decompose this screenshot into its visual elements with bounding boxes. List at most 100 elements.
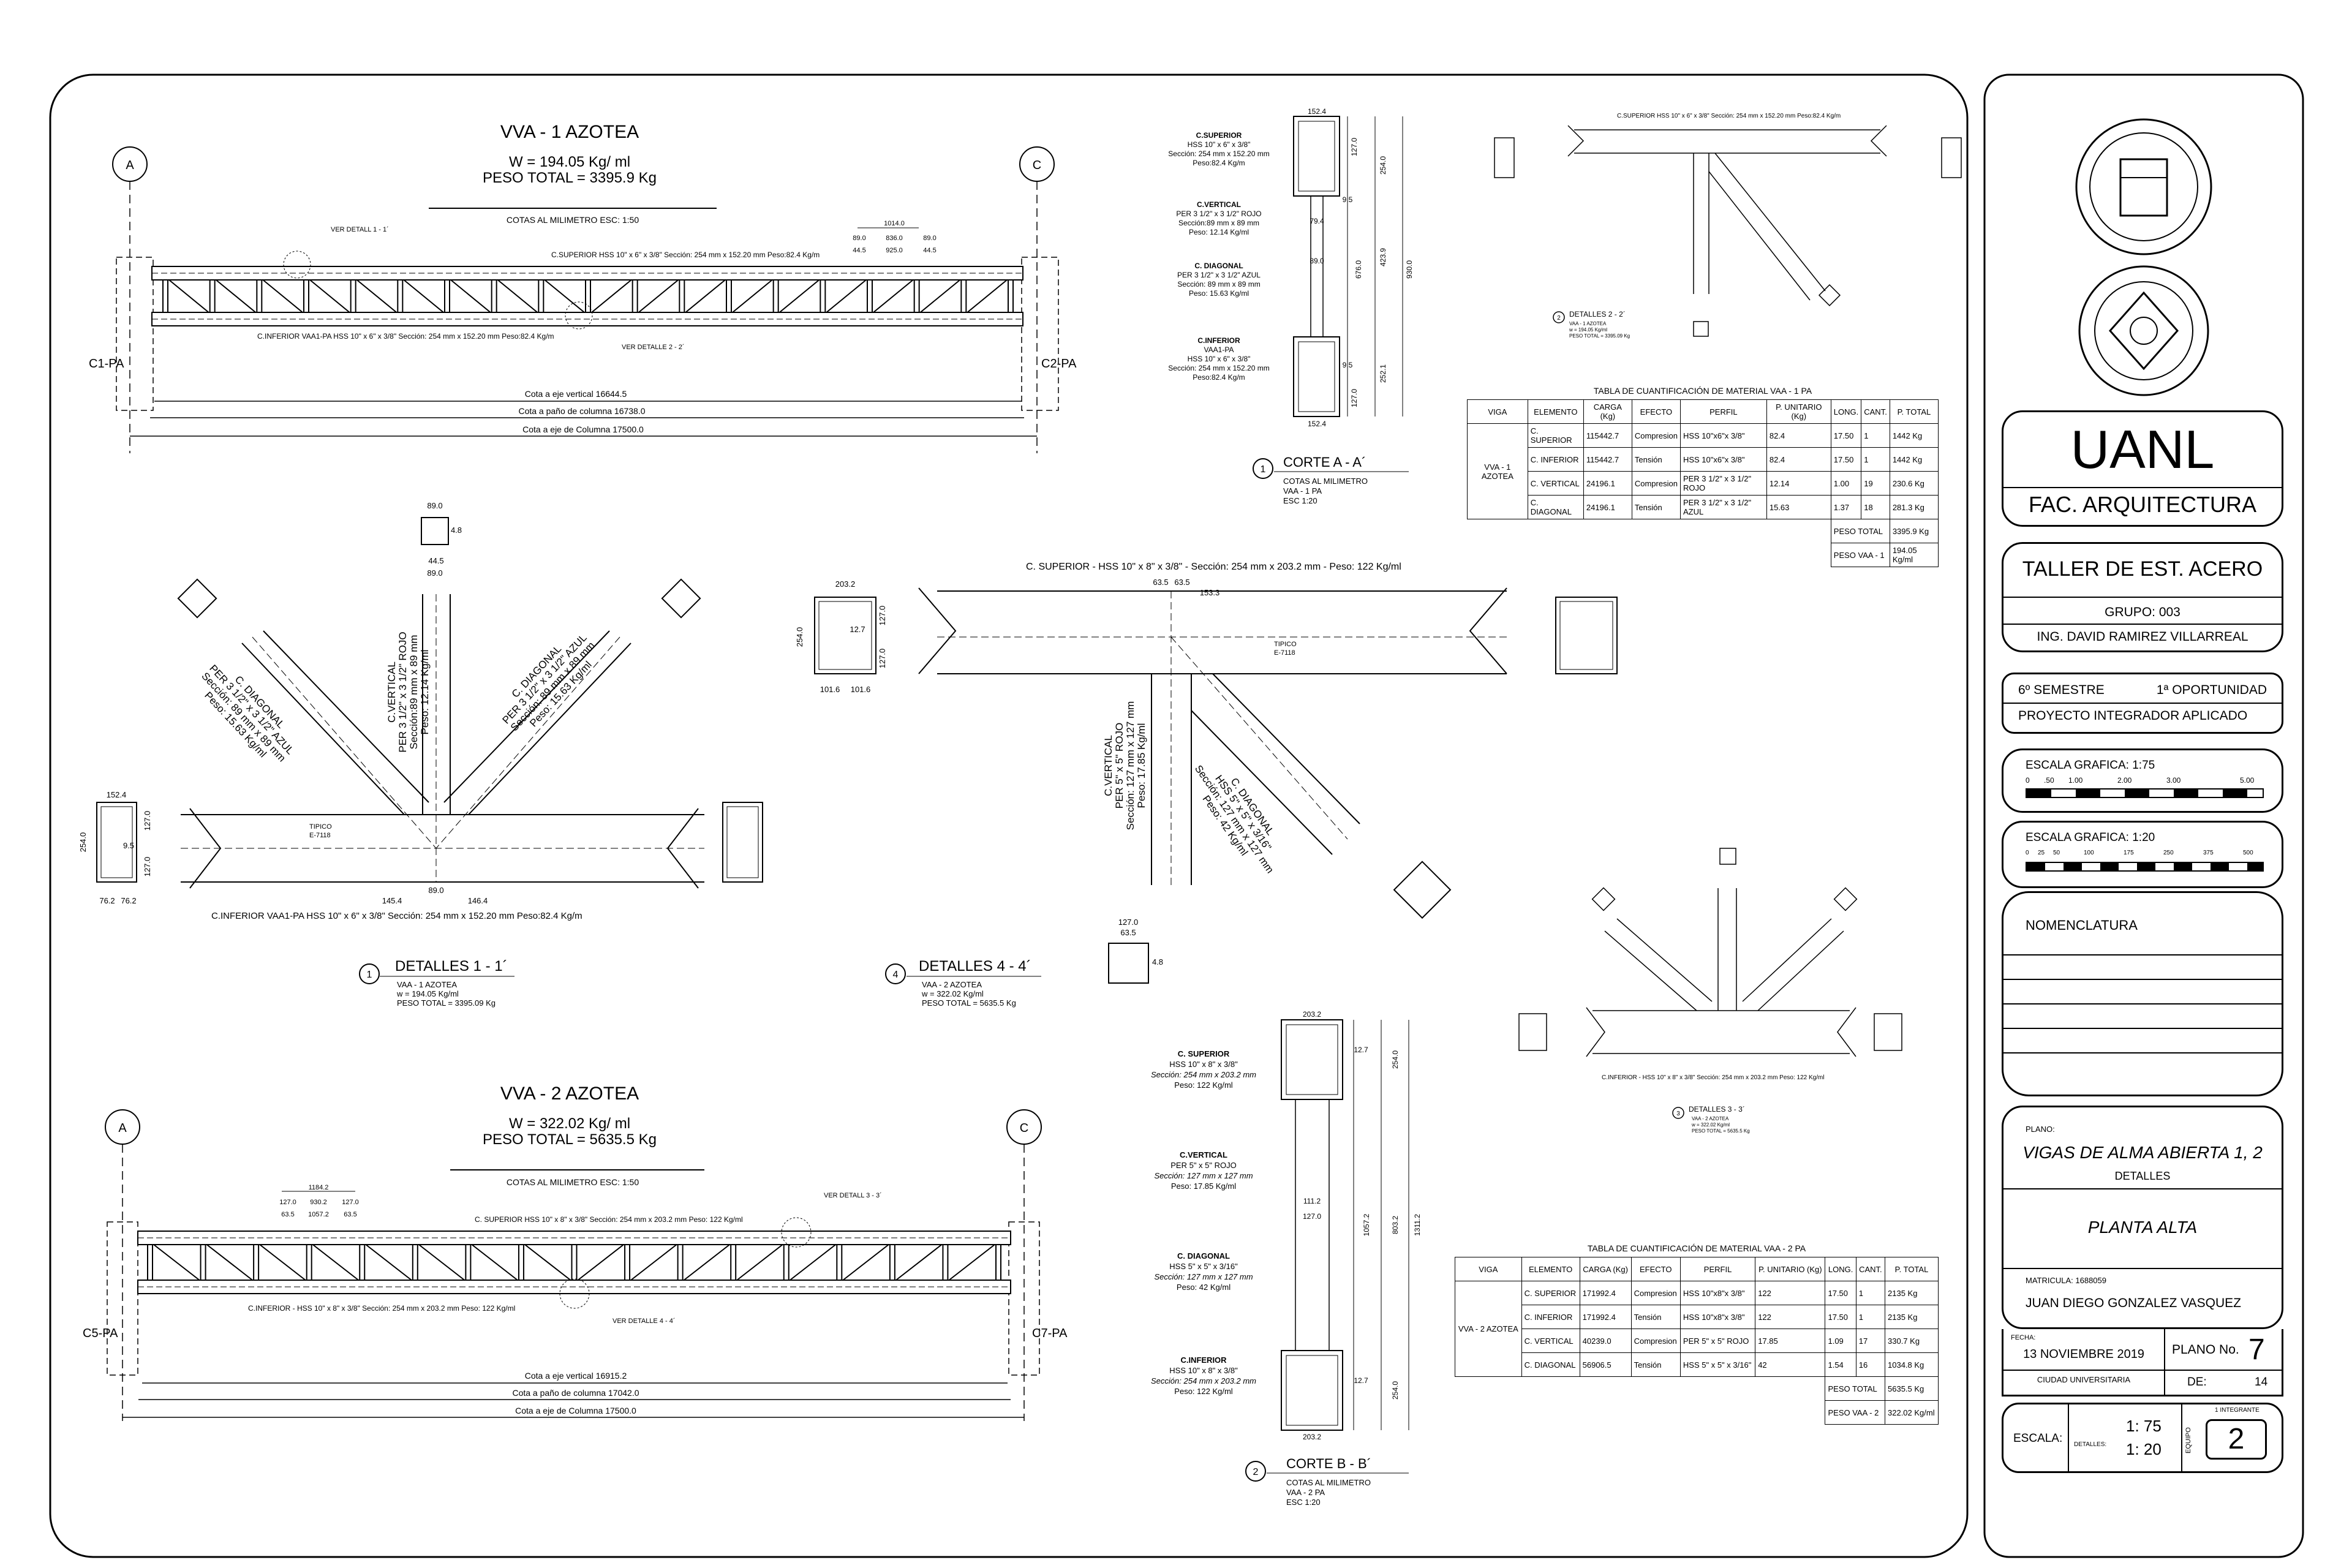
detail1-dim-12: 4.8 xyxy=(451,526,462,535)
web-diagonal xyxy=(168,279,209,313)
web-diagonal xyxy=(497,279,538,313)
detail4-dim-1: 63.5 xyxy=(1174,578,1189,587)
escala-label: ESCALA: xyxy=(2013,1432,2063,1445)
table-cell: HSS 10"x6"x 3/8" xyxy=(1679,423,1767,448)
detail4-dim-6: 127.0 xyxy=(878,606,887,626)
beam2-weight: W = 322.02 Kg/ ml xyxy=(509,1115,630,1132)
detail4-dim-11: 63.5 xyxy=(1120,928,1136,937)
plano-label: PLANO: xyxy=(2026,1125,2055,1134)
beam1-axis-c: C xyxy=(1033,159,1041,172)
detail4-top-label: C. SUPERIOR - HSS 10" x 8" x 3/8" - Secc… xyxy=(1026,562,1401,572)
corte-a-l3-d: Peso:82.4 Kg/m xyxy=(1193,373,1245,382)
detail4-vert-1: PER 5" x 5" ROJO xyxy=(1114,723,1125,809)
table-cell: 1 xyxy=(1861,447,1890,472)
web-diagonal xyxy=(356,279,397,313)
table-header-cell: PERFIL xyxy=(1679,1257,1756,1281)
corte-b-dim-8: 12.7 xyxy=(1354,1376,1368,1385)
corte-a-l0-a: HSS 10" x 6" x 3/8" xyxy=(1188,140,1251,149)
corte-b-title: CORTE B - B´ xyxy=(1286,1456,1371,1471)
detail1-sub1: VAA - 1 AZOTEA xyxy=(397,980,457,989)
detail4-sub1: VAA - 2 AZOTEA xyxy=(922,980,982,989)
beam2-axis-c: C xyxy=(1020,1121,1028,1135)
detail4-num: 4 xyxy=(893,970,899,980)
corte-b-l2-c: Peso: 42 Kg/ml xyxy=(1177,1283,1231,1292)
table-cell: 17 xyxy=(1855,1329,1886,1353)
escala-1: 1: 75 xyxy=(2126,1417,2162,1435)
beam1-sup-label: C.SUPERIOR HSS 10" x 6" x 3/8" Sección: … xyxy=(551,251,820,259)
beam1-col-right: C2-PA xyxy=(1041,357,1077,371)
detail2-sub1: VAA - 1 AZOTEA xyxy=(1569,321,1607,326)
table-header-cell: VIGA xyxy=(1455,1257,1522,1281)
logo-fac-arquitectura xyxy=(2075,118,2212,255)
detail2-num: 2 xyxy=(1557,315,1561,322)
web-diagonal xyxy=(638,279,679,313)
summary-label: PESO TOTAL xyxy=(1825,1376,1885,1401)
detail4-dim-5: 12.7 xyxy=(850,625,865,634)
web-diagonal xyxy=(920,279,960,313)
table-cell: C. VERTICAL xyxy=(1521,1329,1580,1353)
detail1-dim-11: 89.0 xyxy=(427,568,442,578)
table-cell: 82.4 xyxy=(1766,423,1831,448)
detail1-vert-2: Sección:89 mm x 89 mm xyxy=(408,635,420,749)
detail4-vert-3: Peso: 17.85 Kg/ml xyxy=(1136,723,1147,809)
web-diagonal xyxy=(842,1244,889,1281)
detail2-title: DETALLES 2 - 2´ xyxy=(1569,310,1626,318)
detail4-sub3: PESO TOTAL = 5635.5 Kg xyxy=(922,998,1016,1008)
table-cell: 230.6 Kg xyxy=(1889,471,1939,496)
corte-a-dim-11: 127.0 xyxy=(1350,389,1359,407)
detail1-dim-8: 76.2 xyxy=(99,896,115,905)
corte-b-dim-10: 203.2 xyxy=(1303,1433,1321,1441)
detail3-bottom-label: C.INFERIOR - HSS 10" x 8" x 3/8" Sección… xyxy=(1602,1074,1825,1081)
corte-b-l2-t: C. DIAGONAL xyxy=(1177,1251,1230,1261)
detail3-sub3: PESO TOTAL = 5635.5 Kg xyxy=(1692,1128,1750,1134)
corte-b-l3-b: Sección: 254 mm x 203.2 mm xyxy=(1151,1376,1256,1385)
detail4-dim-8: 101.6 xyxy=(820,685,840,694)
detail4-dim-7: 127.0 xyxy=(878,649,887,669)
detail1-num: 1 xyxy=(367,970,372,980)
corte-a-title: CORTE A - A´ xyxy=(1283,454,1366,470)
table-cell: 1.09 xyxy=(1825,1329,1856,1353)
corte-a-sub3: ESC 1:20 xyxy=(1283,496,1317,505)
corte-a-dim-0: 152.4 xyxy=(1308,107,1326,116)
summary-value: 5635.5 Kg xyxy=(1885,1376,1939,1401)
corte-b-dim-5: 1057.2 xyxy=(1362,1213,1371,1236)
table-cell: 17.50 xyxy=(1830,423,1862,448)
summary-value: 194.05 Kg/ml xyxy=(1889,543,1939,567)
table-cell: 115442.7 xyxy=(1583,423,1632,448)
table-cell: 1.37 xyxy=(1830,495,1862,519)
detail4-node: C. SUPERIOR - HSS 10" x 8" x 3/8" - Secc… xyxy=(795,562,1618,1008)
table-cell: 2135 Kg xyxy=(1885,1305,1939,1329)
corte-a-dim-7: 423.9 xyxy=(1379,248,1387,266)
corte-b-sub3: ESC 1:20 xyxy=(1286,1498,1321,1507)
detail4-dim-0: 63.5 xyxy=(1153,578,1168,587)
web-diagonal xyxy=(309,279,350,313)
scale1-tick-5: 5.00 xyxy=(2240,776,2255,785)
web-diagonal xyxy=(685,279,726,313)
semester-box: 6º SEMESTRE 1ª OPORTUNIDAD PROYECTO INTE… xyxy=(2002,673,2283,734)
beam1-pdim-1: 836.0 xyxy=(886,235,903,242)
detail4-dim-3: 203.2 xyxy=(835,579,856,589)
beam1-pdim-2: 89.0 xyxy=(853,235,865,242)
detail4-sub2: w = 322.02 Kg/ml xyxy=(921,989,984,998)
beam2-col-right: C7-PA xyxy=(1032,1327,1068,1340)
corte-a-dim-3: 9.5 xyxy=(1343,195,1353,204)
web-diagonal xyxy=(577,1244,624,1281)
web-diagonal xyxy=(895,1244,943,1281)
table-cell: C. DIAGONAL xyxy=(1521,1352,1580,1377)
table-cell: Tensión xyxy=(1631,495,1681,519)
campus-label: CIUDAD UNIVERSITARIA xyxy=(2037,1375,2131,1384)
table-cell: 19 xyxy=(1861,471,1890,496)
detail1-vert-3: Peso: 12.14 Kg/ml xyxy=(419,650,431,735)
scale2-bar xyxy=(2026,862,2264,872)
detail3-title: DETALLES 3 - 3´ xyxy=(1689,1105,1745,1114)
table-header-cell: CANT. xyxy=(1855,1257,1886,1281)
school-name: UANL xyxy=(2070,419,2215,480)
table-cell: HSS 10"x6"x 3/8" xyxy=(1679,447,1767,472)
scale2-tick-1: 25 xyxy=(2038,850,2045,856)
web-diagonal xyxy=(524,1244,571,1281)
